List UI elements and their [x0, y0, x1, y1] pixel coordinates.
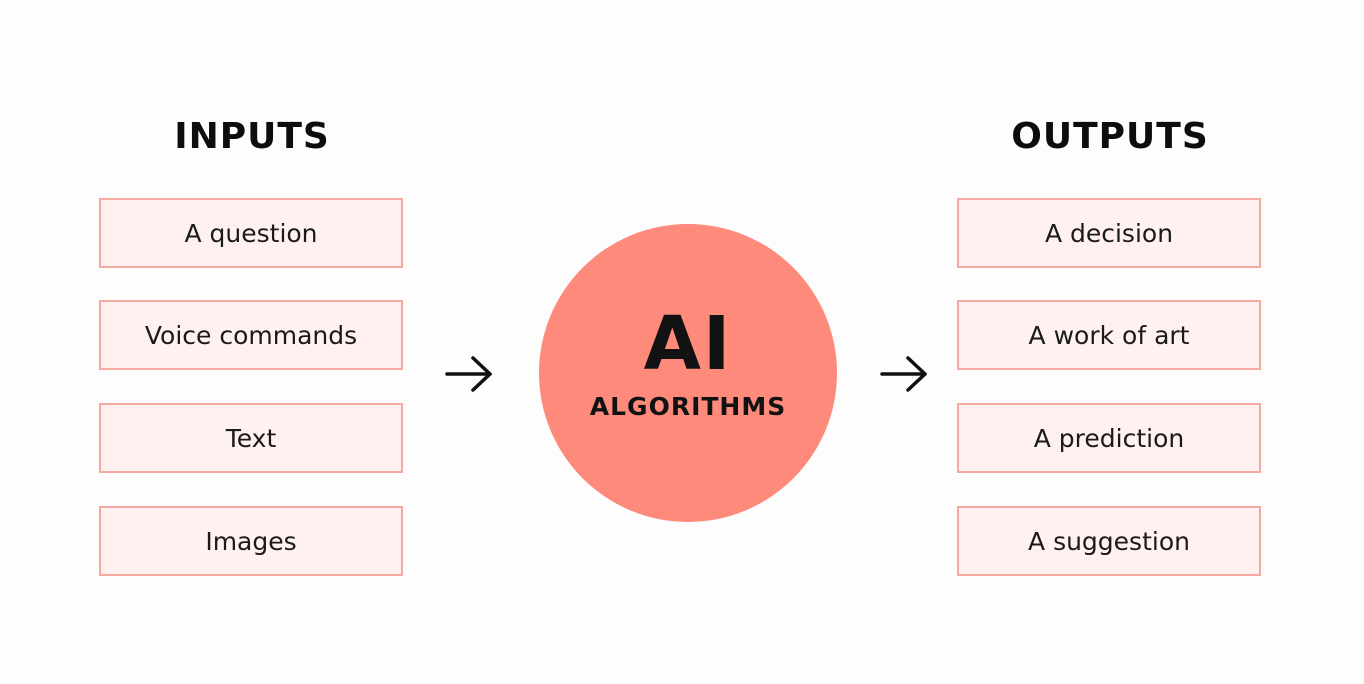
arrow-right-icon: [445, 356, 492, 392]
output-box-suggestion: A suggestion: [957, 506, 1261, 576]
outputs-title: OUTPUTS: [1011, 116, 1209, 157]
arrow-right-icon: [880, 356, 927, 392]
inputs-title: INPUTS: [174, 116, 330, 157]
ai-label: AI: [643, 301, 733, 387]
output-box-work-of-art: A work of art: [957, 300, 1261, 370]
input-box-images: Images: [99, 506, 403, 576]
output-box-decision: A decision: [957, 198, 1261, 268]
input-box-text: Text: [99, 403, 403, 473]
ai-algorithms-circle: AI ALGORITHMS: [539, 224, 837, 522]
output-box-prediction: A prediction: [957, 403, 1261, 473]
input-box-question: A question: [99, 198, 403, 268]
algorithms-label: ALGORITHMS: [589, 392, 787, 421]
input-box-voice-commands: Voice commands: [99, 300, 403, 370]
